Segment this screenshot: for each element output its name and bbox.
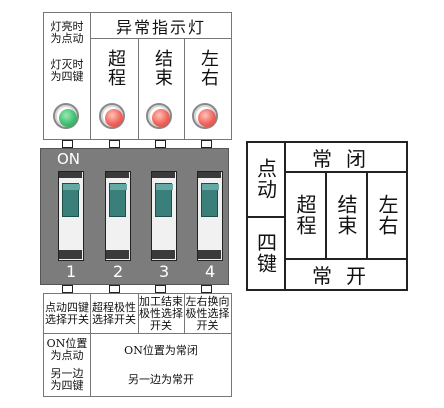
dip-switch-1[interactable] xyxy=(58,171,84,261)
cell-direction-polarity: 左右换向极性选择开关 xyxy=(185,295,230,332)
dip-number-3: 3 xyxy=(159,262,170,281)
dip-number-4: 4 xyxy=(205,262,216,281)
mode-normally-open: 常开 xyxy=(312,264,380,288)
label-end: 结束 xyxy=(152,49,173,87)
col1-off-text: 灯灭时为四键 xyxy=(50,58,84,83)
dip-knob-4[interactable] xyxy=(201,183,219,217)
mode-item-overtravel: 超程 xyxy=(293,194,317,236)
label-overtravel: 超程 xyxy=(105,49,126,87)
pin-bottom-2 xyxy=(109,285,120,293)
mode-jog: 点动 xyxy=(253,158,278,200)
dip-switch-2[interactable] xyxy=(105,171,131,261)
dip-switch-body: ON 1 2 3 4 xyxy=(40,148,229,285)
pin-top-4 xyxy=(201,140,212,148)
dip-switch-3[interactable] xyxy=(151,171,177,261)
note-on-normally-closed: ON位置为常闭 xyxy=(124,344,198,357)
mode-item-end: 结束 xyxy=(334,194,358,236)
pin-bottom-1 xyxy=(62,285,73,293)
pin-top-1 xyxy=(62,140,73,148)
dip-knob-1[interactable] xyxy=(62,183,80,217)
led-green-icon xyxy=(53,103,79,129)
mode-item-left-right: 左右 xyxy=(375,194,399,236)
pin-bottom-4 xyxy=(201,285,212,293)
col1-on-text: 灯亮时为点动 xyxy=(50,20,84,45)
pin-top-3 xyxy=(155,140,166,148)
dip-switch-4[interactable] xyxy=(197,171,223,261)
label-left-right: 左右 xyxy=(198,49,219,87)
led-red-end-icon xyxy=(146,103,172,129)
led-red-left-right-icon xyxy=(192,103,218,129)
cell-jog-four-key: 点动四键选择开关 xyxy=(45,301,89,326)
pin-bottom-3 xyxy=(155,285,166,293)
led-red-overtravel-icon xyxy=(99,103,125,129)
on-label: ON xyxy=(57,150,81,168)
dip-knob-2[interactable] xyxy=(109,183,127,217)
indicator-panel: 灯亮时为点动 灯灭时为四键 异常指示灯 超程 结束 左右 xyxy=(43,12,232,140)
note-off-normally-open: 另一边为常开 xyxy=(128,373,194,386)
mode-four-key: 四键 xyxy=(253,232,278,274)
function-table: 点动四键选择开关 超程极性选择开关 加工结束极性选择开关 左右换向极性选择开关 … xyxy=(43,293,232,397)
dip-knob-3[interactable] xyxy=(155,183,173,217)
cell-overtravel-polarity: 超程极性选择开关 xyxy=(92,301,136,326)
dip-number-1: 1 xyxy=(66,262,77,281)
dip-number-2: 2 xyxy=(113,262,124,281)
mode-normally-closed: 常闭 xyxy=(312,146,380,171)
indicator-header: 异常指示灯 xyxy=(115,18,206,37)
note-off-four-key: 另一边为四键 xyxy=(50,367,84,392)
cell-end-polarity: 加工结束极性选择开关 xyxy=(139,295,183,332)
note-on-jog: ON位置为点动 xyxy=(46,337,88,362)
mode-table: 点动 四键 常闭 超程 结束 左右 常开 xyxy=(246,141,408,291)
pin-top-2 xyxy=(109,140,120,148)
